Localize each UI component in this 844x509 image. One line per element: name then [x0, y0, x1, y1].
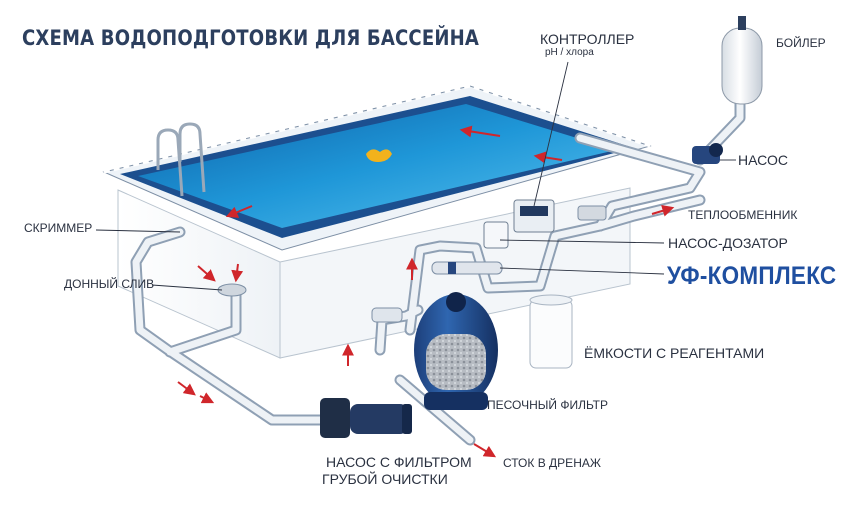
controller-unit: [483, 199, 555, 249]
leader-uv: [499, 267, 665, 275]
leader-skimmer: [95, 229, 181, 233]
label-pump-coarse-line1: НАСОС С ФИЛЬТРОМ: [326, 454, 472, 470]
sand-filter: [414, 292, 498, 410]
label-bottom-drain: ДОННЫЙ СЛИВ: [64, 277, 155, 291]
label-sand-filter: ПЕСОЧНЫЙ ФИЛЬТР: [487, 398, 608, 412]
label-controller-sub: pH / хлора: [545, 47, 594, 58]
bottom-drain-grate: [217, 283, 247, 297]
heat-exchanger-unit: [577, 205, 607, 221]
label-drain: СТОК В ДРЕНАЖ: [503, 456, 601, 470]
label-boiler: БОЙЛЕР: [776, 36, 826, 50]
pipes: [130, 94, 746, 446]
flow-arrow: [473, 443, 497, 458]
reagent-tank: [529, 294, 573, 369]
flow-arrows: [177, 125, 675, 458]
leader-lines: [95, 61, 736, 291]
label-pump-coarse-line2: ГРУБОЙ ОЧИСТКИ: [322, 471, 448, 487]
pump-coarse-filter: [320, 398, 412, 438]
flow-arrow: [177, 381, 196, 396]
label-dosing-pump: НАСОС-ДОЗАТОР: [668, 235, 788, 251]
label-reagent-tanks: ЁМКОСТИ С РЕАГЕНТАМИ: [584, 345, 765, 361]
flow-arrow: [533, 151, 563, 164]
flow-arrow: [459, 125, 501, 138]
leader-dosing: [499, 239, 665, 244]
diagram-title: СХЕМА ВОДОПОДГОТОВКИ ДЛЯ БАССЕЙНА: [22, 26, 480, 50]
leader-drain: [151, 284, 223, 291]
label-uv-complex: УФ-КОМПЛЕКС: [667, 262, 837, 290]
label-skimmer: СКРИММЕР: [24, 221, 93, 235]
pool-ladder: [156, 122, 206, 197]
leader-controller: [533, 61, 569, 207]
multiport-valve: [371, 307, 403, 323]
duck-toy: [366, 149, 392, 162]
label-pump: НАСОС: [738, 152, 788, 168]
label-controller: КОНТРОЛЛЕР: [540, 31, 635, 47]
flow-arrow: [651, 205, 675, 217]
flow-arrow: [197, 265, 216, 282]
boiler-pump: [692, 143, 723, 164]
flow-arrow: [231, 263, 244, 283]
flow-arrow: [225, 205, 253, 218]
label-heat-exchanger: ТЕПЛООБМЕННИК: [688, 208, 798, 222]
flow-arrow: [199, 392, 215, 404]
uv-lamp: [431, 261, 503, 275]
boiler: [721, 16, 763, 105]
pool-tile-edge: [103, 84, 651, 174]
